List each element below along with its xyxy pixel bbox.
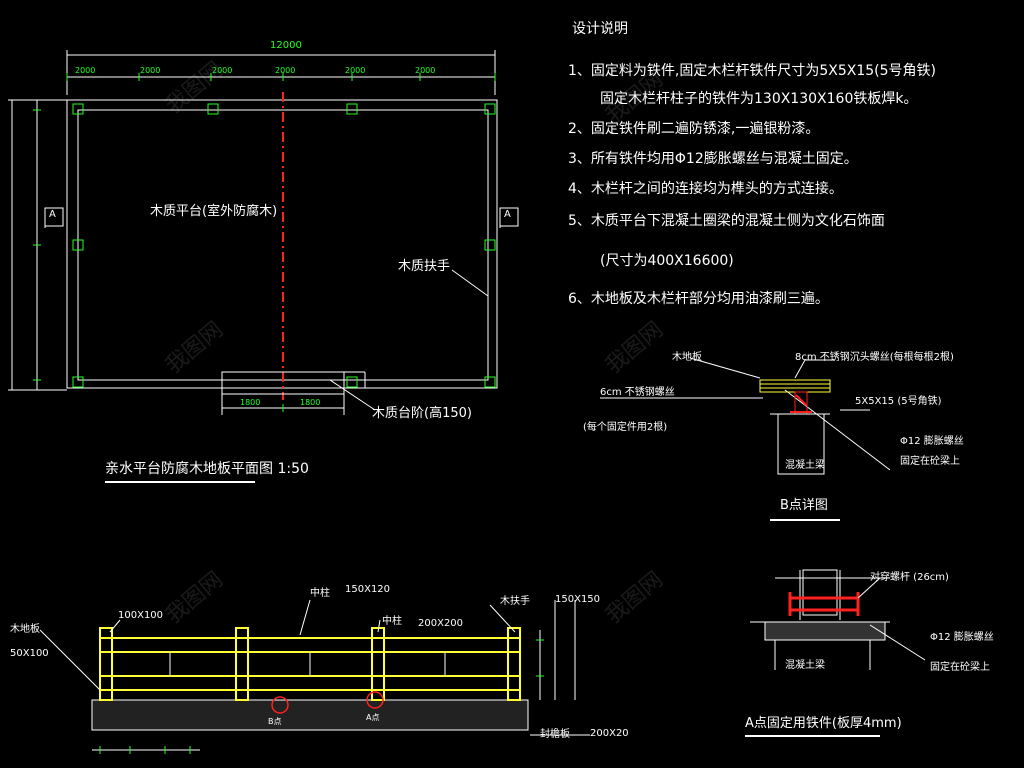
detail-b: [600, 357, 891, 521]
top-dim-6: 2000: [415, 66, 436, 75]
note-5: 5、木质平台下混凝土圈梁的混凝土侧为文化石饰面: [568, 213, 885, 229]
top-dim-2: 2000: [140, 66, 161, 75]
top-dim-4: 2000: [275, 66, 296, 75]
elev-post-small-size: 100X100: [118, 610, 164, 621]
detail-b-board-label: 木地板: [672, 352, 702, 363]
elev-floor-label: 木地板: [10, 624, 40, 635]
detail-a-fix-label: 固定在砼梁上: [930, 662, 990, 673]
railing-elevation: [39, 599, 590, 754]
detail-b-top-bolt-label: 8cm 不锈钢沉头螺丝(每根每根2根): [795, 352, 954, 363]
step-dim-2: 1800: [300, 398, 321, 407]
section-mark-left: A: [49, 209, 56, 220]
detail-b-exp-label: Φ12 膨胀螺丝: [900, 436, 964, 447]
elev-handrail-label: 木扶手: [500, 596, 530, 607]
overall-dimension: 12000: [270, 40, 302, 51]
detail-b-each-label: (每个固定件用2根): [583, 422, 668, 433]
detail-a-beam-label: 混凝土梁: [785, 660, 825, 671]
detail-a-bolt-label: 对穿螺杆 (26cm): [870, 572, 949, 583]
detail-b-left-bolt-label: 6cm 不锈钢螺丝: [600, 387, 675, 398]
design-notes-title: 设计说明: [572, 21, 628, 37]
handrail-label: 木质扶手: [398, 259, 451, 274]
plan-view: [8, 50, 519, 483]
elev-handrail-size: 150X150: [555, 594, 601, 605]
elev-floor-size: 50X100: [10, 648, 49, 659]
step-label: 木质台阶(高150): [372, 406, 472, 421]
elev-mid1-size: 150X120: [345, 584, 391, 595]
section-mark-right: A: [504, 209, 511, 220]
elev-mid2-label: 中柱: [382, 616, 402, 627]
detail-a-exp-label: Φ12 膨胀螺丝: [930, 632, 994, 643]
detail-a: [745, 569, 926, 737]
note-6: 6、木地板及木栏杆部分均用油漆刷三遍。: [568, 291, 829, 307]
top-dim-3: 2000: [212, 66, 233, 75]
step-dim-1: 1800: [240, 398, 261, 407]
top-dim-1: 2000: [75, 66, 96, 75]
elev-base-label: 封檐板: [540, 729, 570, 740]
elev-mark-b: B点: [268, 717, 282, 726]
note-5b: (尺寸为400X16600): [600, 253, 734, 269]
note-2: 2、固定铁件刷二遍防锈漆,一遍银粉漆。: [568, 121, 820, 137]
note-1: 1、固定料为铁件,固定木栏杆铁件尺寸为5X5X15(5号角铁): [568, 63, 936, 79]
detail-a-title: A点固定用铁件(板厚4mm): [745, 716, 902, 731]
detail-b-title: B点详图: [780, 498, 828, 513]
detail-b-fix-label: 固定在砼梁上: [900, 456, 960, 467]
top-dim-5: 2000: [345, 66, 366, 75]
plan-title: 亲水平台防腐木地板平面图 1:50: [105, 461, 309, 477]
detail-b-angle-label: 5X5X15 (5号角铁): [855, 396, 942, 407]
note-1b: 固定木栏杆柱子的铁件为130X130X160铁板焊k。: [600, 91, 918, 107]
deck-label: 木质平台(室外防腐木): [150, 204, 278, 219]
elev-mid1-label: 中柱: [310, 588, 330, 599]
note-4: 4、木栏杆之间的连接均为榫头的方式连接。: [568, 181, 843, 197]
detail-b-beam-label: 混凝土梁: [785, 460, 825, 471]
elev-base-size: 200X20: [590, 728, 629, 739]
note-3: 3、所有铁件均用Φ12膨胀螺丝与混凝土固定。: [568, 151, 858, 167]
elev-mid2-size: 200X200: [418, 618, 464, 629]
elev-mark-a: A点: [366, 713, 380, 722]
